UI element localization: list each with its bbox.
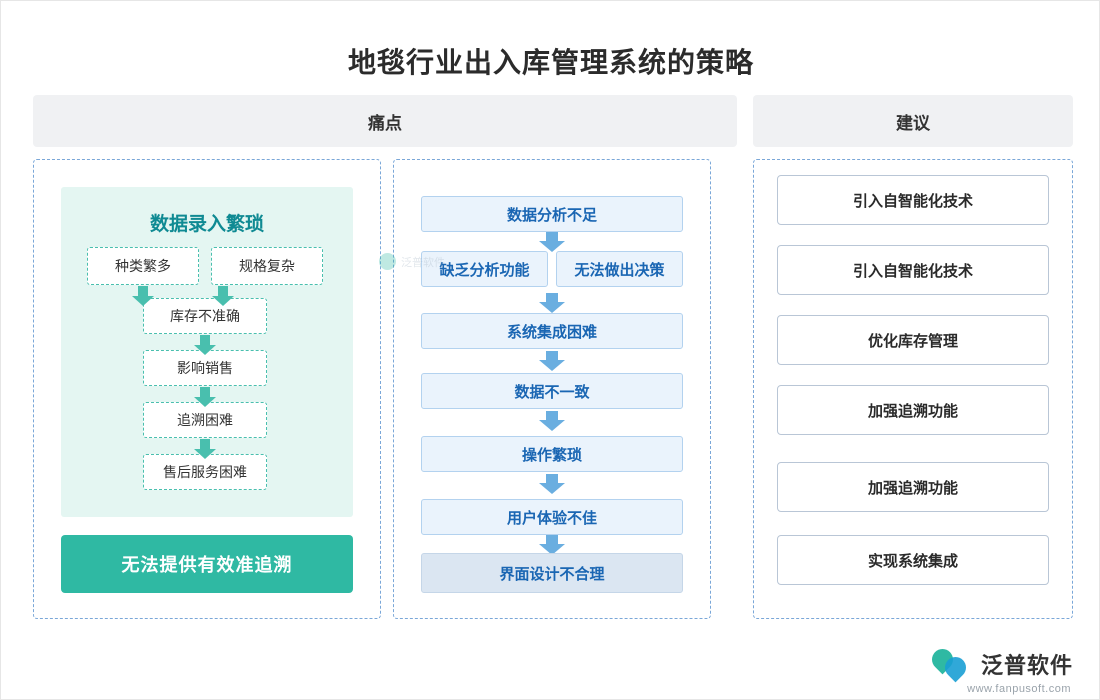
arrow-down-icon — [539, 351, 565, 371]
node-left-1: 种类繁多 — [87, 247, 199, 285]
pain-panel-left — [33, 159, 381, 619]
node-left-2: 规格复杂 — [211, 247, 323, 285]
arrow-down-icon — [194, 387, 216, 407]
page-title: 地毯行业出入库管理系统的策略 — [347, 47, 754, 78]
arrow-down-icon — [132, 286, 154, 306]
suggestion-panel — [753, 159, 1073, 619]
arrow-down-icon — [539, 474, 565, 494]
node-left-4: 影响销售 — [143, 350, 267, 386]
suggestion-item-5: 加强追溯功能 — [777, 462, 1049, 512]
node-mid-8: 界面设计不合理 — [421, 553, 683, 593]
node-mid-4: 系统集成困难 — [421, 313, 683, 349]
suggestion-item-2: 引入自智能化技术 — [777, 245, 1049, 295]
brand-url: www.fanpusoft.com — [967, 683, 1071, 695]
arrow-down-icon — [539, 411, 565, 431]
node-mid-6: 操作繁琐 — [421, 436, 683, 472]
node-left-5: 追溯困难 — [143, 402, 267, 438]
arrow-down-icon — [539, 535, 565, 555]
suggestion-item-1: 引入自智能化技术 — [777, 175, 1049, 225]
brand-name: 泛普软件 — [980, 653, 1073, 678]
node-mid-5: 数据不一致 — [421, 373, 683, 409]
arrow-down-icon — [539, 232, 565, 252]
leaf-logo-icon — [927, 644, 972, 683]
arrow-down-icon — [212, 286, 234, 306]
arrow-down-icon — [194, 439, 216, 459]
node-mid-1: 数据分析不足 — [421, 196, 683, 232]
brand-logo: 泛普软件 — [927, 644, 1073, 683]
suggestion-item-3: 优化库存管理 — [777, 315, 1049, 365]
suggestion-item-6: 实现系统集成 — [777, 535, 1049, 585]
group-title-data-entry: 数据录入繁琐 — [149, 214, 264, 235]
node-left-3: 库存不准确 — [143, 298, 267, 334]
section-header-pain: 痛点 — [33, 95, 737, 147]
summary-bar-left: 无法提供有效准追溯 — [61, 535, 353, 593]
node-left-6: 售后服务困难 — [143, 454, 267, 490]
suggestion-item-4: 加强追溯功能 — [777, 385, 1049, 435]
arrow-down-icon — [539, 293, 565, 313]
section-header-suggestion: 建议 — [753, 95, 1073, 147]
node-mid-3: 无法做出决策 — [556, 251, 683, 287]
arrow-down-icon — [194, 335, 216, 355]
node-mid-7: 用户体验不佳 — [421, 499, 683, 535]
pain-panel-middle — [393, 159, 711, 619]
node-mid-2: 缺乏分析功能 — [421, 251, 548, 287]
